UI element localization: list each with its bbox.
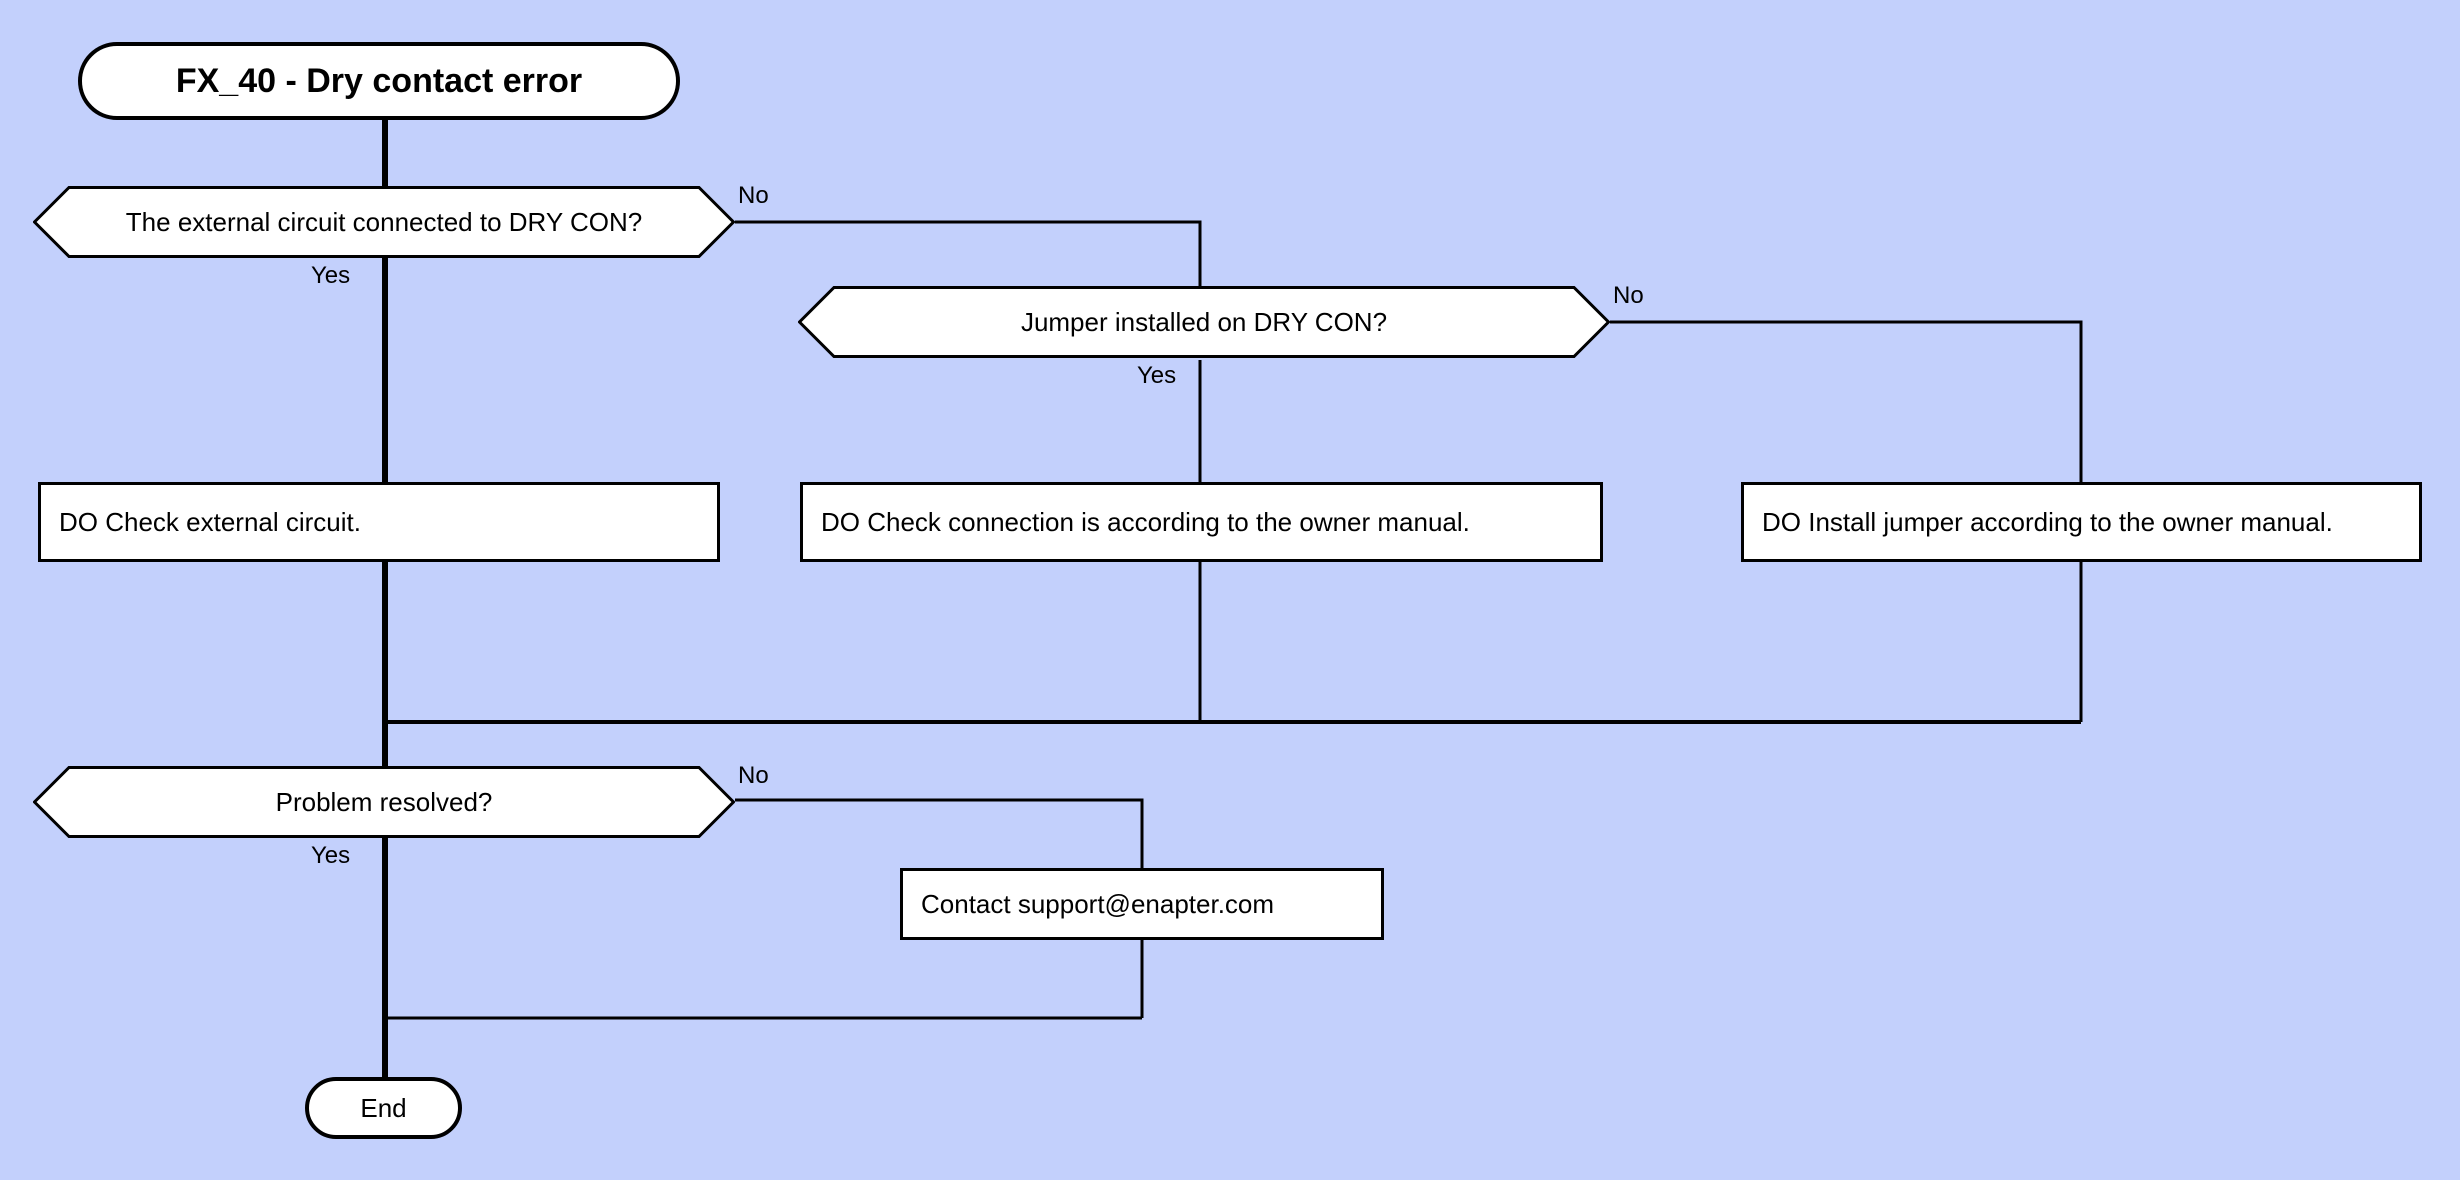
node-process-install-jumper-label: DO Install jumper according to the owner…	[1762, 506, 2333, 537]
edge-label-resolved-no: No	[738, 762, 769, 789]
node-title[interactable]: FX_40 - Dry contact error	[78, 42, 680, 120]
node-decision-external-circuit[interactable]: The external circuit connected to DRY CO…	[33, 186, 735, 258]
node-decision-jumper[interactable]: Jumper installed on DRY CON?	[798, 286, 1610, 358]
node-process-check-connection-label: DO Check connection is according to the …	[821, 506, 1470, 537]
node-title-label: FX_40 - Dry contact error	[175, 61, 583, 100]
node-end[interactable]: End	[305, 1077, 462, 1139]
edge-external-no	[735, 220, 1202, 288]
edge-label-jumper-yes: Yes	[1137, 362, 1177, 389]
edge-label-external-no: No	[738, 182, 769, 209]
node-decision-jumper-label: Jumper installed on DRY CON?	[1020, 306, 1388, 337]
node-decision-external-circuit-label: The external circuit connected to DRY CO…	[125, 206, 643, 237]
edge-resolved-no	[735, 798, 1144, 870]
node-process-check-external-label: DO Check external circuit.	[59, 506, 361, 537]
hexagon-shape	[798, 286, 1610, 358]
edge-label-jumper-no: No	[1613, 282, 1644, 309]
node-process-check-connection[interactable]: DO Check connection is according to the …	[800, 482, 1603, 562]
node-end-label: End	[360, 1092, 407, 1123]
edge-jumper-no	[1610, 320, 2083, 482]
node-decision-problem-resolved-label: Problem resolved?	[275, 786, 493, 817]
node-decision-problem-resolved[interactable]: Problem resolved?	[33, 766, 735, 838]
hexagon-shape	[33, 186, 735, 258]
edge-label-external-yes: Yes	[311, 262, 351, 289]
edge-label-resolved-yes: Yes	[311, 842, 351, 869]
node-process-check-external[interactable]: DO Check external circuit.	[38, 482, 720, 562]
hexagon-shape	[33, 766, 735, 838]
node-process-install-jumper[interactable]: DO Install jumper according to the owner…	[1741, 482, 2422, 562]
node-process-contact-support[interactable]: Contact support@enapter.com	[900, 868, 1384, 940]
node-process-contact-support-label: Contact support@enapter.com	[921, 888, 1275, 919]
